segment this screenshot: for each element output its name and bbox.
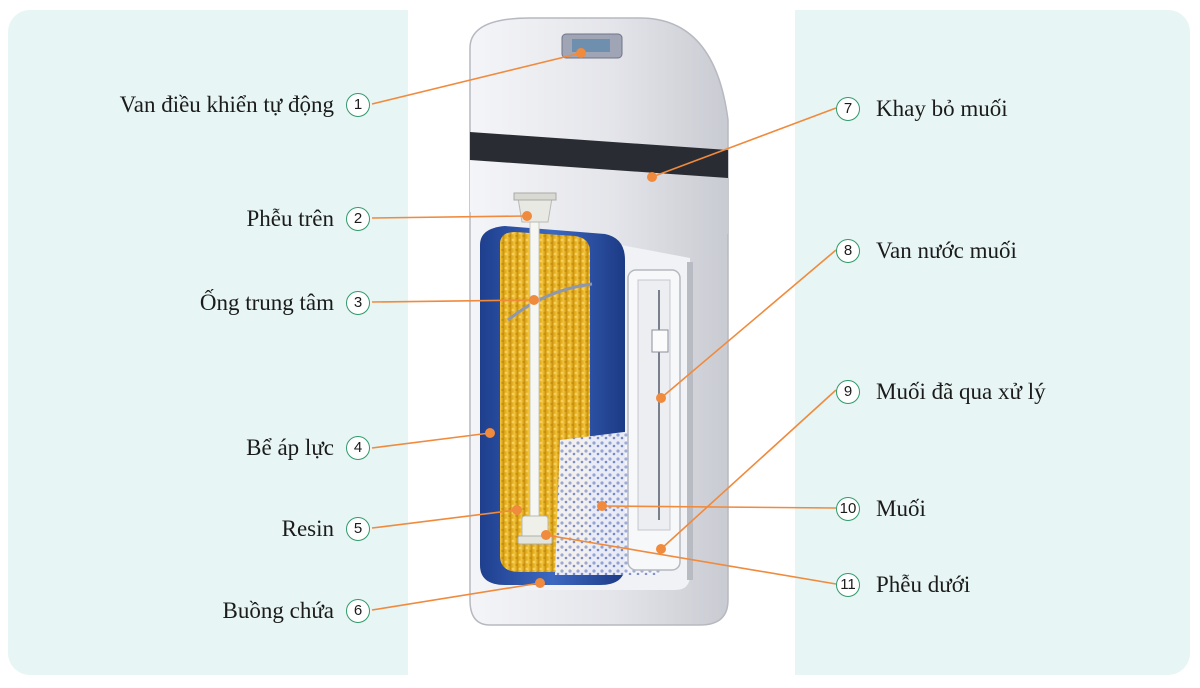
cutaway-interior <box>480 192 693 590</box>
part-4-label: Bể áp lực <box>246 435 334 460</box>
part-5-label: Resin <box>281 516 334 541</box>
part-7-number-badge: 7 <box>836 97 860 121</box>
part-2-label: Phễu trên <box>246 206 334 231</box>
part-5-number-badge: 5 <box>346 517 370 541</box>
leader-lines <box>371 52 837 611</box>
part-2-number-badge: 2 <box>346 207 370 231</box>
part-6-label: Buồng chứa <box>222 598 334 623</box>
part-6-number-badge: 6 <box>346 599 370 623</box>
part-10-label: Muối <box>876 496 926 521</box>
part-3-number-badge: 3 <box>346 291 370 315</box>
part-1-number-badge: 1 <box>346 93 370 117</box>
part-9-label: Muối đã qua xử lý <box>876 379 1046 404</box>
part-8-number-badge: 8 <box>836 239 860 263</box>
part-3-label: Ống trung tâm <box>199 290 334 315</box>
part-4-number-badge: 4 <box>346 436 370 460</box>
left-background-panel <box>8 10 408 675</box>
part-1-label: Van điều khiển tự động <box>119 92 334 117</box>
part-10-number-badge: 10 <box>836 497 860 521</box>
right-background-panel <box>795 10 1190 675</box>
part-11-number-badge: 11 <box>836 573 860 597</box>
part-7-label: Khay bỏ muối <box>876 96 1008 121</box>
leader-dots <box>485 48 666 588</box>
part-8-label: Van nước muối <box>876 238 1017 263</box>
part-11-label: Phễu dưới <box>876 572 971 597</box>
part-9-number-badge: 9 <box>836 380 860 404</box>
